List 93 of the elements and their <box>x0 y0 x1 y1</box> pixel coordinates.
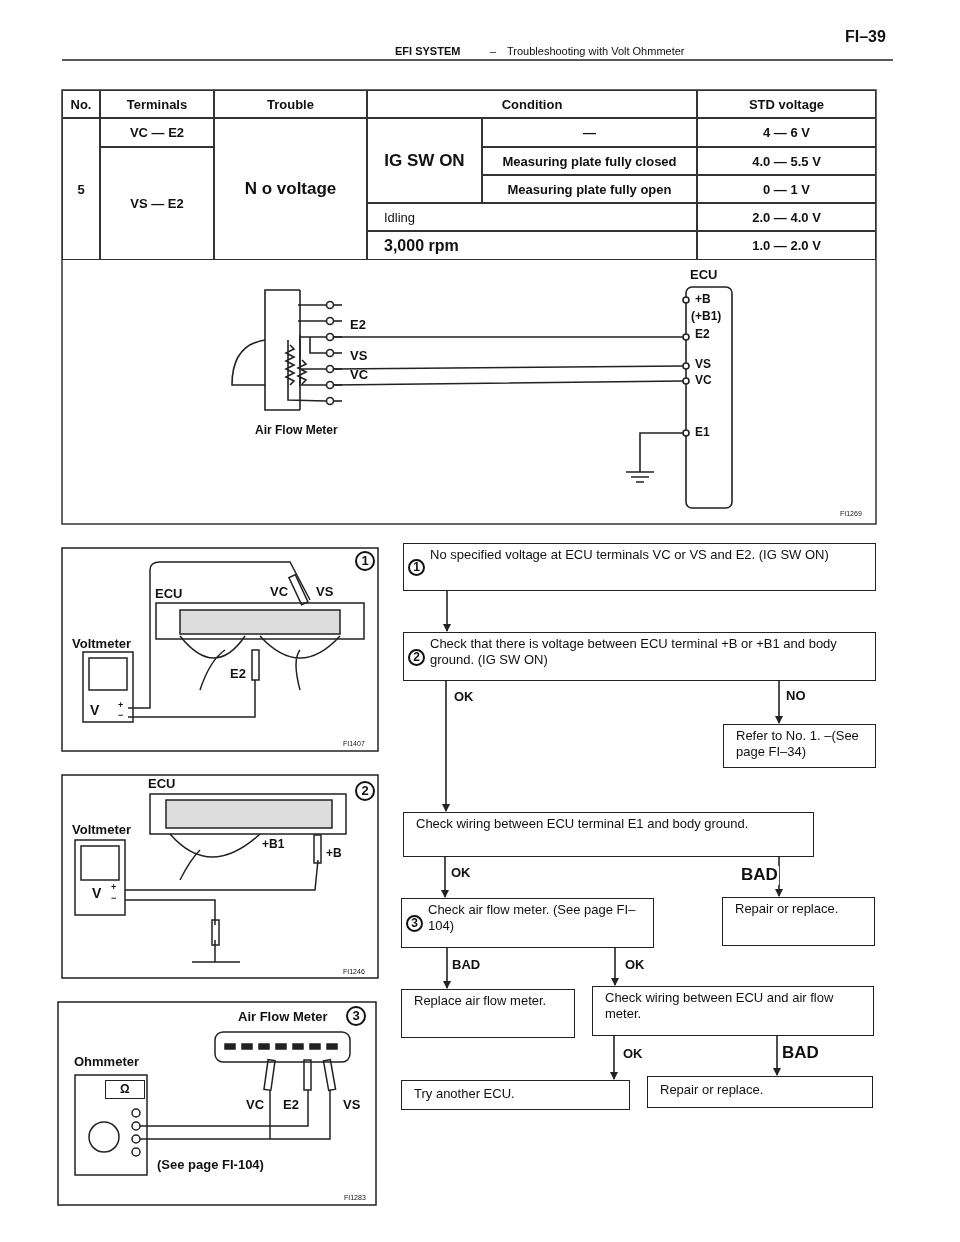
part-label: Voltmeter <box>72 637 131 652</box>
part-label: Ohmmeter <box>74 1055 140 1070</box>
part-label: E2 <box>230 667 246 682</box>
process-box <box>592 986 874 1036</box>
part-label: +B <box>326 847 342 861</box>
table-cell: 1.0 — 2.0 V <box>697 231 876 260</box>
part-label: VS <box>316 585 334 600</box>
part-label: VS <box>350 349 368 364</box>
table-cell: 3,000 rpm <box>367 231 697 260</box>
process-box <box>403 812 814 857</box>
process-box <box>647 1076 873 1108</box>
step-text: Check wiring between ECU terminal E1 and body ground. <box>416 816 750 833</box>
part-label: − <box>118 711 124 721</box>
table-cell: 5 <box>62 118 100 260</box>
step-text: Replace air flow meter. <box>414 993 548 1010</box>
part-label: E2 <box>350 318 366 333</box>
arrow <box>441 856 449 898</box>
separator: – <box>490 45 497 58</box>
part-label: V <box>92 886 102 902</box>
part-label: V <box>90 703 100 719</box>
table-cell: VS — E2 <box>100 147 214 260</box>
part-label: E2 <box>283 1098 299 1113</box>
step-number: 2 <box>408 648 425 666</box>
step-text: Check wiring between ECU and air flow meter. <box>605 990 835 1023</box>
process-box <box>403 543 876 591</box>
table-cell: 0 — 1 V <box>697 175 876 203</box>
part-label: (+B1) <box>691 310 722 324</box>
table-cell: Idling <box>367 203 697 231</box>
part-label: E1 <box>695 426 710 440</box>
part-label: ECU <box>690 268 718 283</box>
step-number: 2 <box>355 781 375 801</box>
table-cell: Measuring plate fully open <box>482 175 697 203</box>
arrow <box>611 947 619 986</box>
part-label: +B1 <box>262 838 285 852</box>
step-text: No specified voltage at ECU terminals VC or VS and E2. (IG SW ON) <box>430 547 830 564</box>
part-label: Air Flow Meter <box>238 1010 328 1025</box>
part-label: + <box>118 701 124 711</box>
step-text: Check air flow meter. (See page FI–104) <box>428 902 637 935</box>
table-cell: — <box>482 118 697 147</box>
arrow <box>442 680 450 812</box>
meter-display: Ω <box>105 1080 145 1100</box>
column-header: No. <box>62 90 100 118</box>
part-label: + <box>111 883 117 893</box>
process-box <box>401 1080 630 1110</box>
edge-label: BAD <box>740 866 779 885</box>
arrow <box>443 590 451 632</box>
part-label: ECU <box>155 587 183 602</box>
part-label: +B <box>695 293 711 307</box>
part-label: VC <box>350 368 369 383</box>
part-label: − <box>111 894 117 904</box>
arrow <box>773 1035 781 1076</box>
part-label: E2 <box>695 328 710 342</box>
section-subtitle: Troubleshooting with Volt Ohmmeter <box>507 45 685 58</box>
part-label: Voltmeter <box>72 823 131 838</box>
process-box <box>401 989 575 1038</box>
step-number: 1 <box>408 559 425 576</box>
column-header: STD voltage <box>697 90 876 118</box>
table-cell: 4.0 — 5.5 V <box>697 147 876 175</box>
column-header: Condition <box>367 90 697 118</box>
arrow <box>775 856 783 897</box>
table-cell: 4 — 6 V <box>697 118 876 147</box>
step-text: Repair or replace. <box>735 901 840 918</box>
part-label: VC <box>246 1098 265 1113</box>
part-label: VS <box>695 358 711 372</box>
process-box <box>401 898 654 948</box>
arrow <box>443 947 451 989</box>
arrow <box>775 680 783 724</box>
table-cell: VC — E2 <box>100 118 214 147</box>
part-label: VC <box>270 585 289 600</box>
step-text: Check that there is voltage between ECU terminal +B or +B1 and body ground. (IG SW ON) <box>430 636 838 669</box>
arrow <box>610 1035 618 1080</box>
step-text: Try another ECU. <box>414 1086 516 1103</box>
part-label: (See page FI-104) <box>157 1158 264 1173</box>
column-header: Trouble <box>214 90 367 118</box>
part-label: VC <box>695 374 712 388</box>
part-label: Air Flow Meter <box>255 424 338 438</box>
table-cell: 2.0 — 4.0 V <box>697 203 876 231</box>
part-label: VS <box>343 1098 361 1113</box>
step-text: Repair or replace. <box>660 1082 765 1099</box>
step-number: 3 <box>406 915 423 932</box>
process-box <box>723 724 876 768</box>
step-number: 3 <box>346 1006 366 1026</box>
table-cell: IG SW ON <box>367 118 482 203</box>
part-label: ECU <box>148 777 176 792</box>
table-cell: Measuring plate fully closed <box>482 147 697 175</box>
section-title: EFI SYSTEM <box>395 45 461 58</box>
step-text: Refer to No. 1. –(See page FI–34) <box>736 728 860 761</box>
page-number: FI–39 <box>845 28 886 46</box>
step-number: 1 <box>355 551 375 571</box>
process-box <box>722 897 875 946</box>
table-cell: N o voltage <box>214 118 367 260</box>
column-header: Terminals <box>100 90 214 118</box>
process-box <box>403 632 876 681</box>
